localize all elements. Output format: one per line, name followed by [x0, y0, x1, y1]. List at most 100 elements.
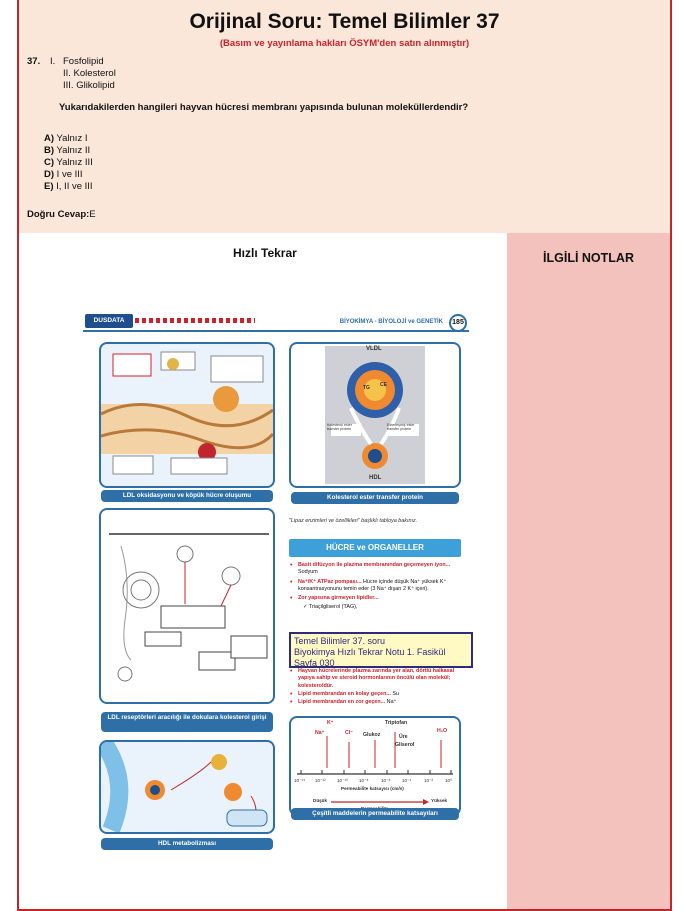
bullet-list: Basit difüzyon ile plazma membranından g… — [289, 562, 465, 612]
tick-label: 10⁻² — [424, 778, 434, 783]
caption-cetp: Kolesterol ester transfer protein — [291, 492, 459, 504]
ldl-receptor-figure — [99, 508, 275, 704]
note-line-3: Sayfa 030 — [294, 657, 335, 668]
molecule-na: Na⁺ — [315, 730, 325, 736]
choice-c[interactable]: C) Yalnız III — [44, 157, 93, 168]
tick-label: 10⁻⁸ — [359, 778, 369, 783]
bullet-red: Na⁺/K⁺ ATPaz pompası... — [298, 578, 362, 585]
choice-letter: E) — [44, 181, 54, 192]
lipase-note: "Lipaz enzimleri ve özellikleri" başlıkl… — [289, 518, 418, 524]
statement-2: II. Kolesterol — [63, 68, 116, 79]
label-cetp-left: Kolesterol ester transfer protein — [327, 423, 352, 431]
ldl-receptor-illustration — [109, 533, 269, 682]
bullet-item: Lipid membrandan en zor geçen... Na⁺ — [289, 699, 467, 706]
bullet-item: Basit difüzyon ile plazma membranından g… — [289, 562, 465, 577]
textbook-page: DUSDATA BİYOKİMYA - BİYOLOJİ ve GENETİK … — [83, 312, 473, 858]
section-bar: HÜCRE ve ORGANELLER — [289, 539, 461, 557]
choice-letter: D) — [44, 169, 55, 180]
tick-label: 10⁻¹² — [315, 778, 326, 783]
decorative-dots — [135, 318, 255, 323]
related-notes-title: İLGİLİ NOTLAR — [543, 251, 634, 265]
bullet-red: Zor yapısına girmeyen lipidler... — [298, 595, 379, 602]
sub-item-text: ✓ Triaçilgliserol (TAG), — [303, 604, 358, 611]
caption-permeability: Çeşitli maddelerin permeabilite katsayıl… — [291, 808, 459, 820]
sub-item: ✓ Triaçilgliserol (TAG), — [289, 604, 465, 611]
question-number: 37. — [27, 56, 41, 67]
choice-text: Yalnız III — [56, 157, 93, 168]
tick-label: 10⁻⁴ — [402, 778, 412, 783]
caption-ldl-receptor: LDL reseptörleri aracılığı ile dokulara … — [101, 712, 273, 732]
label-hdl: HDL — [369, 475, 382, 481]
molecule-k: K⁺ — [327, 720, 334, 726]
choice-b[interactable]: B) Yalnız II — [44, 145, 90, 156]
bullet-item: Lipid membrandan en kolay geçen... Su — [289, 691, 467, 698]
choice-d[interactable]: D) I ve III — [44, 169, 83, 180]
choice-text: Yalnız I — [56, 133, 88, 144]
label-ce: CE — [380, 382, 387, 388]
bullet-item: Na⁺/K⁺ ATPaz pompası... Hücre içinde düş… — [289, 579, 465, 594]
choice-text: I, II ve III — [56, 181, 93, 192]
bullet-red: Basit difüzyon ile plazma membranından g… — [298, 562, 451, 568]
ldl-oxidation-illustration — [101, 351, 273, 475]
label-tg: TG — [363, 385, 370, 391]
choice-a[interactable]: A) Yalnız I — [44, 133, 87, 144]
label-high: Yüksek — [431, 798, 448, 803]
question-section: Orijinal Soru: Temel Bilimler 37 (Basım … — [19, 0, 670, 233]
related-notes-panel: İLGİLİ NOTLAR — [507, 233, 670, 909]
note-line-2: Biyokimya Hızlı Tekrar Notu 1. Fasikül — [294, 646, 446, 657]
answer-value: E — [89, 209, 96, 220]
review-title: Hızlı Tekrar — [233, 246, 297, 260]
hdl-metabolism-figure — [99, 740, 275, 834]
permeability-figure: K⁺ Na⁺ Cl⁻ Triptofan Glukoz Üre Gliserol… — [289, 716, 461, 816]
bullet-red: Lipid membrandan en kolay geçen... — [298, 690, 391, 697]
choice-letter: A) — [44, 133, 55, 144]
correct-answer: Doğru Cevap:E — [27, 209, 96, 220]
axis-label: Permeabilite katsayısı (cm/s) — [341, 786, 404, 791]
statement-1: Fosfolipid — [63, 56, 104, 67]
molecule-ure: Üre — [399, 734, 408, 740]
publisher-logo: DUSDATA — [85, 314, 133, 328]
tick-label: 10⁻¹⁴ — [294, 778, 306, 783]
note-line-1: Temel Bilimler 37. soru — [294, 636, 386, 646]
page-header-strip: DUSDATA BİYOKİMYA - BİYOLOJİ ve GENETİK … — [83, 312, 469, 332]
bullet-red: Lipid membrandan en zor geçen... — [298, 699, 386, 706]
tick-label: 10⁻⁶ — [381, 778, 391, 783]
bullet-text: Su — [390, 690, 399, 697]
molecule-gliserol: Gliserol — [395, 742, 415, 748]
molecule-triptofan: Triptofan — [385, 720, 408, 726]
page-title: Orijinal Soru: Temel Bilimler 37 — [189, 10, 500, 33]
hdl-metabolism-illustration — [101, 742, 268, 832]
bullet-text: Sodyum — [298, 569, 318, 576]
cetp-figure: VLDL HDL TG CE Kolesterol ester transfer… — [289, 342, 461, 488]
bullet-item: Zor yapısına girmeyen lipidler... — [289, 595, 465, 602]
bullet-text: Hücre içinde düşük Na⁺ yüksek K⁺ konsant… — [298, 578, 447, 592]
molecule-h2o: H₂O — [437, 728, 448, 734]
answer-label: Doğru Cevap: — [27, 209, 90, 220]
choice-text: Yalnız II — [56, 145, 91, 156]
running-header: BİYOKİMYA - BİYOLOJİ ve GENETİK — [339, 319, 443, 325]
label-vldl: VLDL — [366, 346, 382, 352]
bullet-item: Hayvan hücrelerinde plazma zarında yer a… — [289, 668, 467, 690]
molecule-cl: Cl⁻ — [345, 730, 353, 736]
caption-ldl-oxidation: LDL oksidasyonu ve köpük hücre oluşumu — [101, 490, 273, 502]
page-number: 185 — [449, 314, 467, 332]
bullet-list-2: Hayvan hücrelerinde plazma zarında yer a… — [289, 668, 467, 707]
statement-1-numeral: I. — [50, 56, 56, 67]
cetp-diagram — [325, 346, 425, 484]
ldl-oxidation-figure — [99, 342, 275, 488]
permeability-scale — [297, 732, 453, 805]
statement-3: III. Glikolipid — [63, 80, 115, 91]
choice-text: I ve III — [56, 169, 83, 180]
choice-e[interactable]: E) I, II ve III — [44, 181, 93, 192]
bullet-red: Hayvan hücrelerinde plazma zarında yer a… — [298, 668, 455, 689]
label-low: Düşük — [313, 798, 328, 803]
tick-label: 10⁰ — [445, 778, 452, 783]
molecule-glukoz: Glukoz — [363, 732, 381, 738]
tick-label: 10⁻¹⁰ — [337, 778, 348, 783]
bullet-text: Na⁺ — [385, 699, 397, 706]
copyright-note: (Basım ve yayınlama hakları ÖSYM'den sat… — [219, 38, 470, 49]
choice-letter: B) — [44, 145, 55, 156]
caption-hdl: HDL metabolizması — [101, 838, 273, 850]
choice-letter: C) — [44, 157, 55, 168]
question-stem: Yukarıdakilerden hangileri hayvan hücres… — [59, 102, 469, 113]
